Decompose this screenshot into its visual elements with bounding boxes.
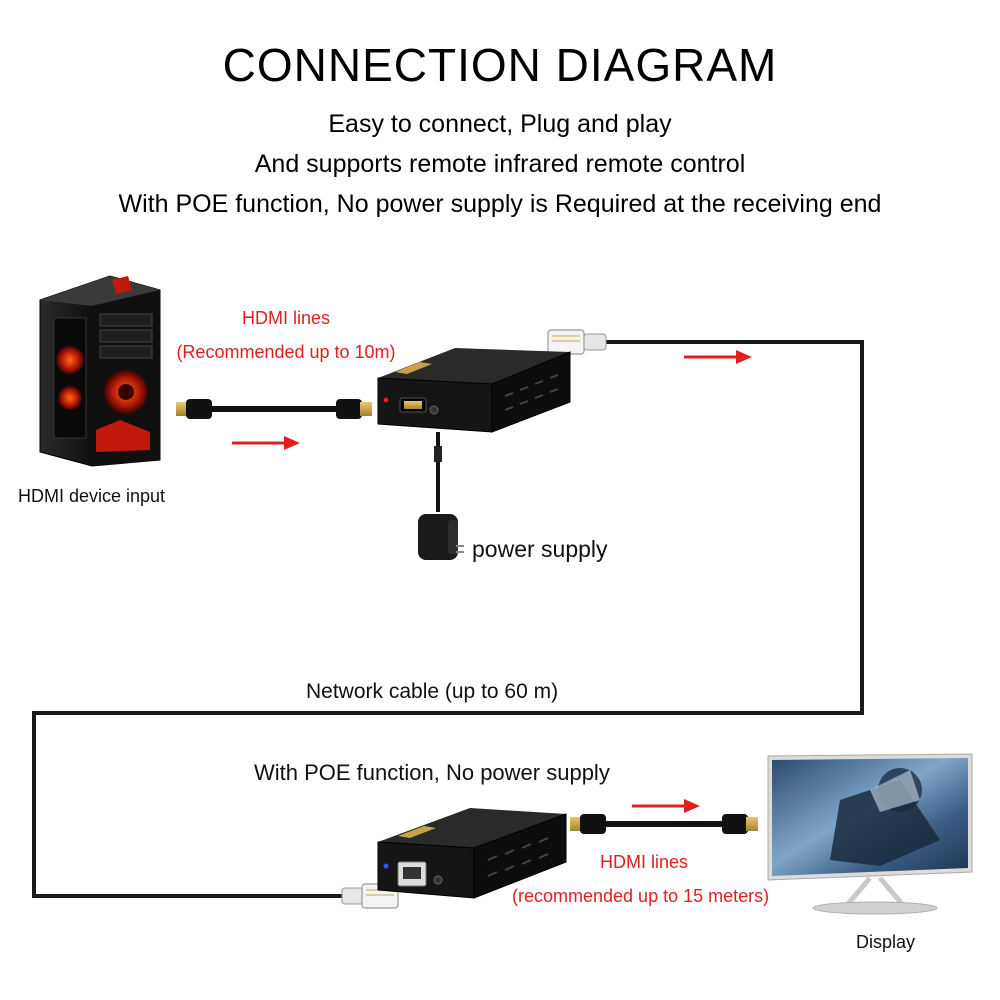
display-label: Display [856, 932, 916, 952]
subtitle-line-3: With POE function, No power supply is Re… [118, 190, 882, 218]
power-supply-label: power supply [472, 536, 608, 562]
subtitle-line-1: Easy to connect, Plug and play [328, 110, 672, 138]
display-monitor-icon [767, 753, 973, 915]
hdmi-cable-top [176, 399, 372, 419]
diagram-title: CONNECTION DIAGRAM [222, 39, 778, 91]
transmitter-device [377, 348, 571, 433]
hdmi-lines-bottom-label: HDMI lines [600, 852, 689, 872]
hdmi-cable-bottom [570, 814, 758, 834]
hdmi-lines-top-note: (Recommended up to 10m) [176, 342, 396, 362]
hdmi-lines-bottom-note: (recommended up to 15 meters) [512, 886, 770, 906]
hdmi-device-input-label: HDMI device input [18, 486, 166, 506]
receiver-device [377, 808, 567, 899]
network-cable [32, 340, 864, 898]
signal-arrow-top-left [232, 436, 300, 450]
rj45-plug-top [547, 329, 607, 355]
signal-arrow-bottom [632, 799, 700, 813]
network-cable-label: Network cable (up to 60 m) [306, 680, 559, 703]
hdmi-lines-top-label: HDMI lines [241, 308, 330, 328]
subtitle-line-2: And supports remote infrared remote cont… [254, 150, 746, 178]
poe-note-label: With POE function, No power supply [254, 760, 610, 785]
signal-arrow-top-right [684, 350, 752, 364]
pc-tower-icon [39, 275, 161, 467]
power-adapter-icon [418, 432, 464, 560]
